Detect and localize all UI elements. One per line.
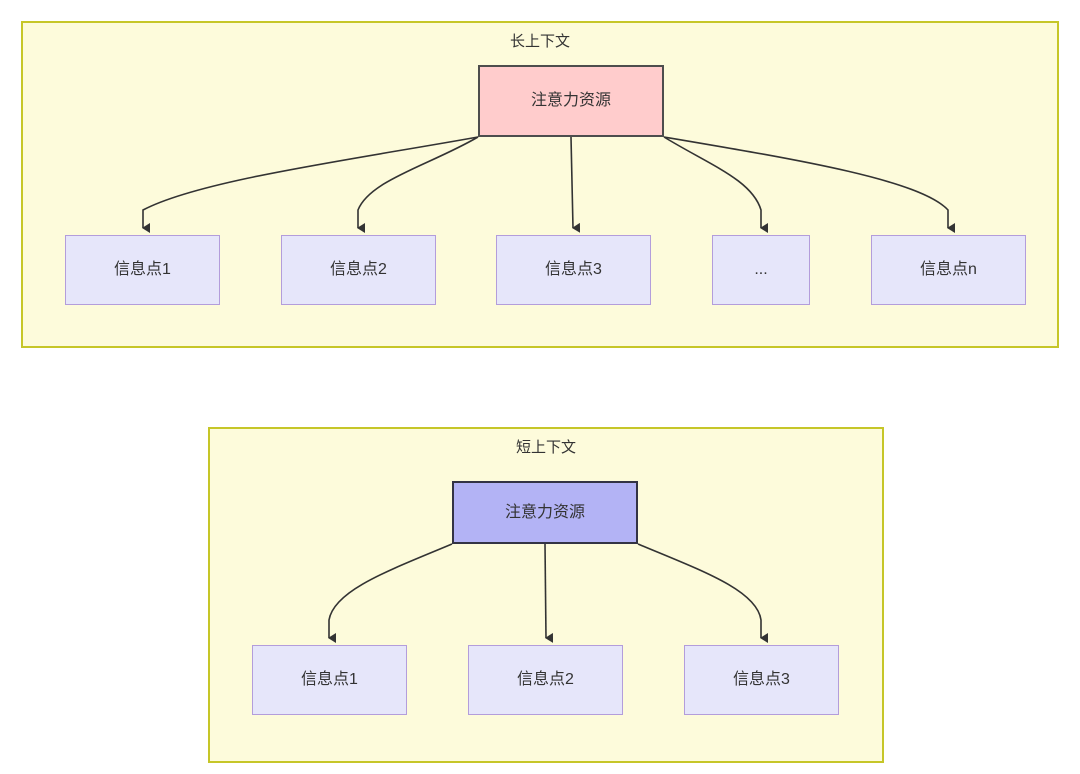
node-info-point[interactable]: 信息点n: [871, 235, 1026, 305]
node-attention-resource-long[interactable]: 注意力资源: [478, 65, 664, 137]
group-title-long-context: 长上下文: [509, 33, 570, 50]
edge-arrow: [357, 136, 479, 233]
edge-arrow: [663, 136, 768, 233]
edge-arrow: [544, 543, 554, 643]
node-info-point[interactable]: 信息点2: [281, 235, 436, 305]
edge-arrow: [328, 543, 453, 643]
edge-arrow: [663, 136, 955, 233]
edge-arrow: [637, 543, 768, 643]
edges-long-context: [142, 136, 955, 233]
node-attention-resource-short[interactable]: 注意力资源: [452, 481, 638, 544]
node-info-point[interactable]: 信息点2: [468, 645, 623, 715]
node-info-point[interactable]: 信息点1: [65, 235, 220, 305]
edges-short-context: [328, 543, 768, 643]
edge-arrow: [570, 136, 581, 233]
edge-arrow: [142, 136, 479, 233]
group-title-short-context: 短上下文: [515, 439, 576, 456]
node-info-point[interactable]: 信息点3: [684, 645, 839, 715]
node-info-point[interactable]: 信息点1: [252, 645, 407, 715]
node-info-point[interactable]: ...: [712, 235, 810, 305]
node-info-point[interactable]: 信息点3: [496, 235, 651, 305]
